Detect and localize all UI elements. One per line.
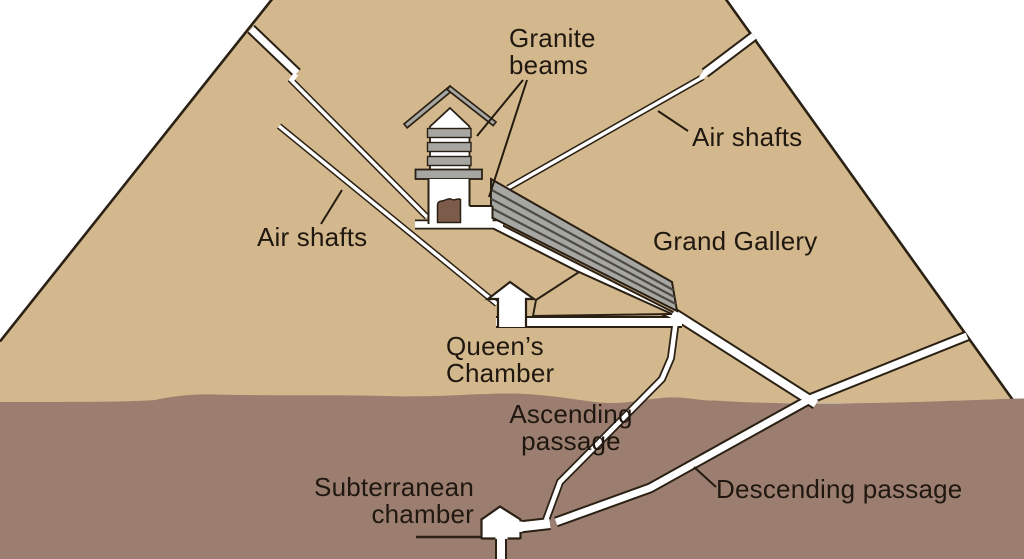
- label-granite-beams: Granite beams: [509, 25, 596, 79]
- air-shaft-right-jog: [699, 69, 709, 80]
- air-shafts-right-pointer: [657, 110, 689, 132]
- label-queens-chamber-line2: Chamber: [446, 358, 555, 388]
- label-granite-beams-line2: beams: [509, 50, 589, 80]
- granite-beam-3: [426, 155, 472, 167]
- kings-chamber-complex: [402, 84, 498, 224]
- pyramid-left-face-edge: [0, 0, 274, 343]
- grand-gallery-slab: [490, 177, 679, 313]
- air-shaft-right-exit: [702, 33, 757, 76]
- queens-air-shaft-left: [277, 124, 499, 306]
- label-descending-passage: Descending passage: [716, 474, 963, 504]
- label-granite-beams-line1: Granite: [509, 23, 596, 53]
- label-grand-gallery: Grand Gallery: [653, 226, 818, 256]
- antechamber-walls: [469, 205, 494, 219]
- label-ascending-passage: Ascending passage: [500, 401, 642, 455]
- subterranean-chamber-fill: [481, 506, 521, 539]
- roof-beam-right: [445, 84, 498, 127]
- descending-passage-pointer: [693, 466, 717, 488]
- label-ascending-passage-line2: passage: [521, 426, 621, 456]
- air-shaft-right: [507, 75, 704, 190]
- well-shaft: [543, 319, 679, 521]
- kings-air-shaft-left: [288, 77, 429, 219]
- gallery-stripe-3: [490, 206, 677, 305]
- label-queens-chamber: Queen’s Chamber: [446, 333, 554, 387]
- gallery-stripe-2: [490, 197, 676, 299]
- passage-interiors: [248, 26, 969, 559]
- granite-beams-pointer-2: [488, 79, 528, 198]
- queens-chamber-walls: [484, 280, 538, 327]
- label-subterranean-chamber-line2: chamber: [371, 499, 474, 529]
- granite-beams-pointer-1: [476, 79, 524, 137]
- label-air-shafts-right: Air shafts: [692, 122, 803, 152]
- grand-gallery-band: [490, 177, 679, 313]
- connector-opening-patch: [518, 521, 523, 532]
- label-air-shafts-left: Air shafts: [257, 222, 368, 252]
- sarcophagus: [436, 198, 462, 224]
- antechamber: [469, 205, 493, 223]
- label-subterranean-chamber: Subterranean chamber: [274, 474, 474, 528]
- air-shafts-left-pointer: [320, 189, 343, 225]
- bedrock-ground: [0, 393, 1024, 559]
- label-subterranean-chamber-line1: Subterranean: [314, 472, 474, 502]
- queens-chamber-fill: [488, 282, 534, 327]
- label-ascending-passage-line1: Ascending: [509, 399, 633, 429]
- kings-air-shaft-left-exit: [248, 26, 300, 76]
- granite-beam-2: [426, 141, 472, 153]
- descending-passage: [554, 332, 969, 526]
- kings-air-shaft-left-jog: [288, 72, 299, 83]
- ascending-passage: [670, 309, 819, 408]
- gallery-junction-wedge: [531, 270, 673, 318]
- pointer-lines: [320, 79, 717, 488]
- granite-beam-1: [426, 127, 472, 139]
- gallery-stripe-1: [490, 188, 674, 292]
- label-queens-chamber-line1: Queen’s: [446, 331, 544, 361]
- ceiling-slab: [414, 168, 483, 180]
- subterranean-chamber-shape: [480, 505, 523, 540]
- queens-chamber-shape: [484, 280, 538, 327]
